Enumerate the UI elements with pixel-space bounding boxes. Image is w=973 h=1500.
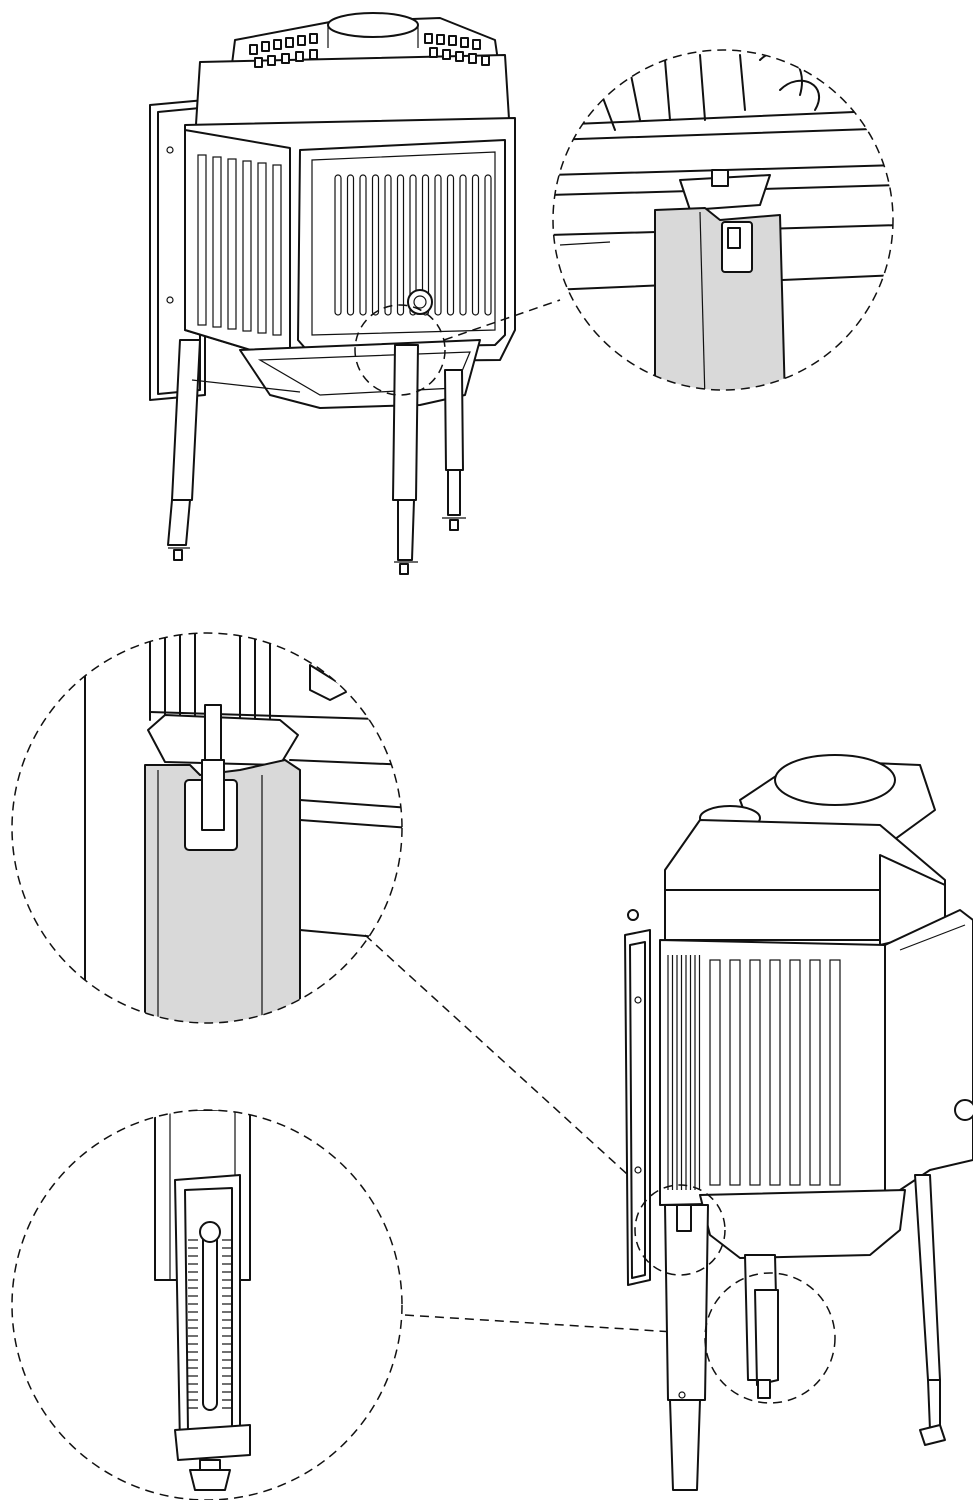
- knob: [249, 44, 258, 55]
- detail-marker-side-1: [634, 1184, 726, 1276]
- knob: [285, 37, 294, 48]
- knob: [472, 39, 481, 50]
- knob: [261, 41, 270, 52]
- rib: [242, 160, 252, 332]
- rib: [471, 174, 480, 316]
- fireplace-side-view: [624, 754, 973, 1491]
- rib: [334, 174, 342, 316]
- rib: [227, 158, 237, 330]
- rib: [829, 959, 841, 1186]
- detail-marker-side-2: [704, 1272, 836, 1404]
- knob: [267, 55, 276, 66]
- rib: [484, 174, 492, 316]
- knob: [442, 49, 451, 60]
- knob: [468, 53, 477, 64]
- rib: [434, 174, 442, 316]
- knob: [448, 35, 457, 46]
- rib: [257, 162, 267, 334]
- rib: [371, 174, 380, 316]
- rib: [384, 174, 392, 316]
- rib: [809, 959, 821, 1186]
- knob: [297, 35, 306, 46]
- knob: [281, 53, 290, 64]
- rib: [446, 174, 455, 316]
- detail-leg-adjuster: [11, 1109, 691, 1500]
- rib: [396, 174, 405, 316]
- side-ribs: [197, 154, 282, 336]
- knob: [273, 39, 282, 50]
- knob: [309, 33, 318, 44]
- rib: [789, 959, 801, 1186]
- knob: [460, 37, 469, 48]
- adjuster-teeth: [188, 1239, 232, 1409]
- detail-top-bracket: [552, 49, 894, 391]
- leader-line-1: [443, 299, 561, 341]
- detail-side-bracket: [11, 632, 651, 1196]
- rib: [459, 174, 467, 316]
- rib: [197, 154, 207, 326]
- knob: [429, 47, 438, 58]
- rib: [709, 959, 721, 1186]
- base-tray: [239, 339, 481, 409]
- knob: [436, 34, 445, 45]
- knob: [254, 57, 263, 68]
- detail-marker-front: [354, 304, 446, 396]
- rib: [272, 164, 282, 336]
- rib: [421, 174, 430, 316]
- leader-line-3: [404, 1314, 691, 1334]
- knob: [481, 55, 490, 66]
- rib: [749, 959, 761, 1186]
- knob: [455, 51, 464, 62]
- top-cover: [194, 12, 511, 141]
- top-knobs: [249, 33, 490, 68]
- legs: [167, 339, 466, 575]
- knob: [309, 49, 318, 60]
- rib: [409, 174, 417, 316]
- rib: [346, 174, 355, 316]
- rib: [769, 959, 781, 1186]
- rib: [359, 174, 367, 316]
- fireplace-body: [184, 117, 516, 363]
- front-ribs: [334, 174, 492, 316]
- fireplace-front-view: [149, 12, 561, 575]
- rib: [729, 959, 741, 1186]
- knob: [424, 33, 433, 44]
- knob: [295, 51, 304, 62]
- leader-line-2: [364, 934, 651, 1196]
- rib: [212, 156, 222, 328]
